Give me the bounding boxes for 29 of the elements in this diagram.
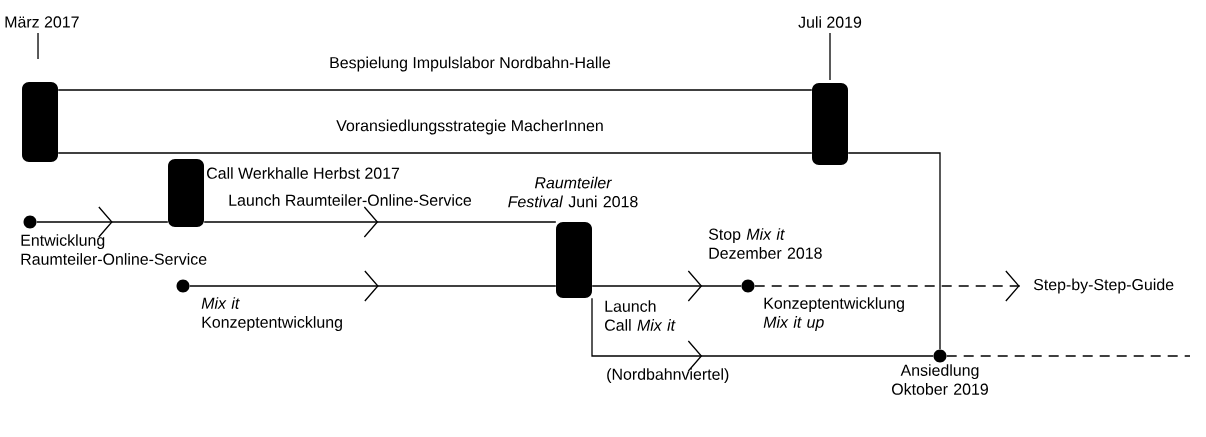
date-label: März 2017	[5, 16, 79, 28]
edge-label: Bespielung Impulslabor Nordbahn-Halle	[330, 56, 611, 72]
event-label: Stop Mix it Dezember 2018	[708, 228, 822, 259]
connector-line	[946, 355, 1191, 357]
event-label: Ansiedlung Oktober 2019	[892, 364, 988, 395]
event-label: Call Werkhalle Herbst 2017	[207, 167, 400, 179]
event-label: Raumteiler Festival Juni 2018	[508, 176, 638, 208]
milestone-bar	[168, 159, 204, 227]
event-label: Entwicklung Raumteiler-Online-Service	[21, 234, 207, 265]
edge-label: Launch Raumteiler-Online-Service	[229, 194, 472, 206]
milestone-bar	[22, 82, 58, 162]
connector-line	[754, 270, 1022, 302]
connector-line	[189, 270, 557, 302]
connector-line	[203, 206, 557, 238]
milestone-bar	[556, 222, 592, 298]
edge-label: (Nordbahnviertel)	[607, 368, 729, 384]
connector-line	[591, 297, 934, 372]
connector-line	[36, 206, 169, 238]
edge-label: Voransiedlungsstrategie MacherInnen	[336, 119, 603, 135]
milestone-bar	[812, 83, 848, 165]
connector-line	[57, 152, 813, 154]
text-label: Step-by-Step-Guide	[1033, 278, 1174, 294]
edge-label: Konzeptentwicklung Mix it up	[763, 297, 904, 331]
connector-line	[847, 152, 941, 350]
connector-line	[57, 89, 813, 91]
edge-label: Launch Call Mix it	[605, 300, 676, 331]
connector-line	[591, 270, 742, 302]
date-label: Juli 2019	[798, 16, 862, 28]
event-label: Mix it Konzeptentwicklung	[201, 297, 342, 331]
